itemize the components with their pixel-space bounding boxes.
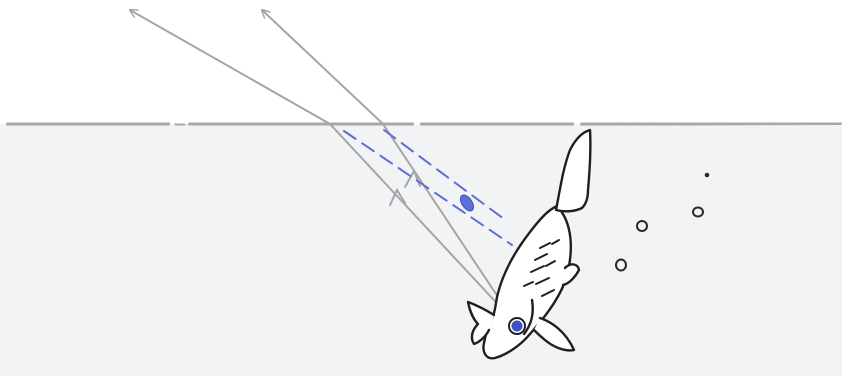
fish-eye [509, 318, 525, 334]
sky-background [0, 0, 842, 124]
water-body [0, 124, 842, 376]
water-surface [8, 123, 840, 125]
bubble-4 [706, 174, 709, 177]
